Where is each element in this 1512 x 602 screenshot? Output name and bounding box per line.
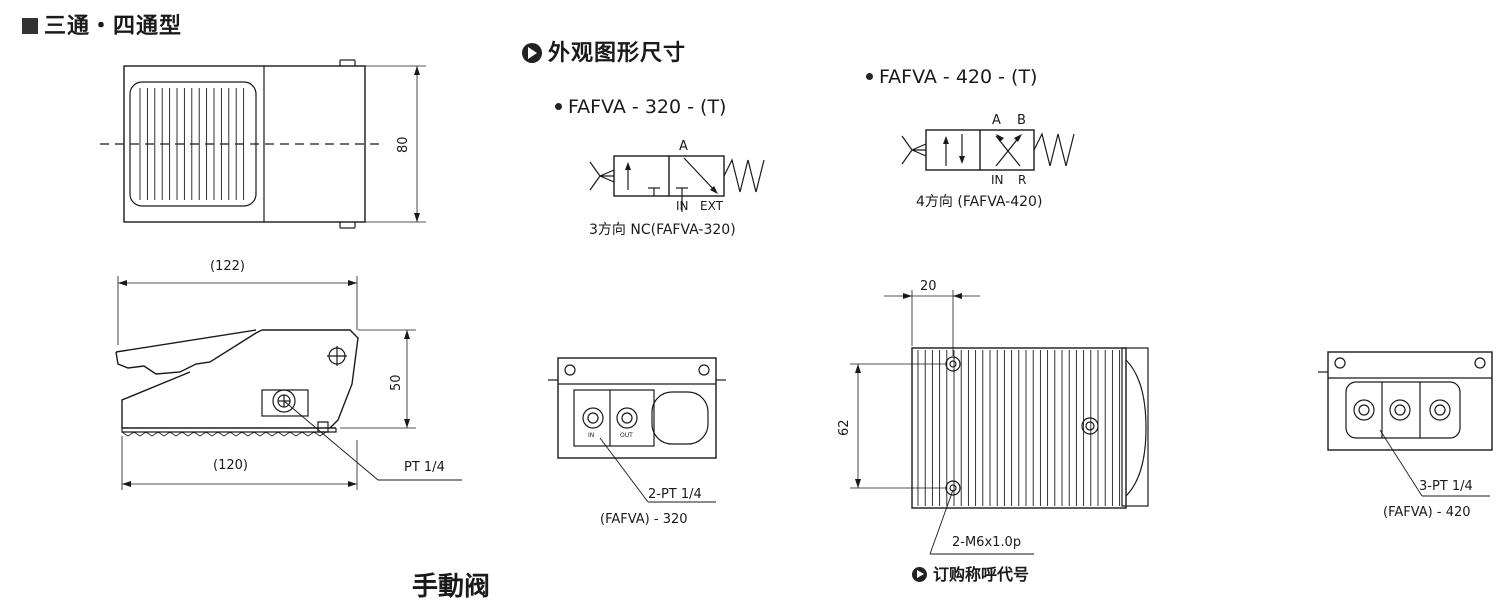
ordering-heading-text: 订购称呼代号: [933, 565, 1030, 584]
model-420-title: FAFVA - 420 - (T): [866, 68, 1037, 87]
symbol-420-port-in: IN: [991, 173, 1004, 187]
port-mark-in: IN: [588, 432, 595, 439]
port-mark-out: OUT: [620, 432, 633, 439]
ports-note-420: 3-PT 1/4: [1419, 479, 1473, 494]
dimensions-heading: 外观图形尺寸: [522, 43, 686, 65]
pedal-side-view: [115, 276, 462, 490]
dim-port-pt: PT 1/4: [404, 460, 445, 475]
symbol-420-port-b: B: [1017, 113, 1026, 128]
bullet-dot-icon: [555, 103, 562, 110]
symbol-320-port-a: A: [679, 139, 688, 154]
bullet-dot-icon: [866, 73, 873, 80]
play-circle-icon: [522, 43, 542, 63]
ports-model-420: (FAFVA) - 420: [1383, 505, 1471, 520]
dim-length-120: (120): [213, 458, 248, 473]
symbol-420-port-r: R: [1018, 173, 1027, 187]
page-title: 三通・四通型: [22, 16, 182, 38]
bottom-view: [850, 290, 1149, 555]
model-320-name: FAFVA - 320 - (T): [568, 96, 727, 118]
dim-bolt-m6: 2-M6x1.0p: [952, 535, 1022, 550]
ordering-heading: 订购称呼代号: [912, 567, 1029, 583]
valve-symbol-320: [589, 155, 765, 212]
square-icon: [22, 18, 38, 34]
page-title-text: 三通・四通型: [44, 14, 183, 39]
model-420-name: FAFVA - 420 - (T): [879, 66, 1038, 88]
end-view-320: [548, 357, 726, 503]
dim-pitch-20: 20: [920, 279, 937, 294]
symbol-420-port-a: A: [992, 113, 1001, 128]
ports-note-320: 2-PT 1/4: [648, 487, 702, 502]
end-view-420: [1318, 351, 1493, 497]
dim-length-122: (122): [210, 259, 245, 274]
play-circle-icon: [912, 567, 927, 582]
model-320-title: FAFVA - 320 - (T): [555, 98, 726, 117]
symbol-320-port-ext: EXT: [700, 199, 723, 213]
symbol-320-caption: 3方向 NC(FAFVA-320): [589, 222, 736, 238]
pedal-top-view: [100, 59, 426, 229]
dimensions-heading-text: 外观图形尺寸: [548, 41, 687, 66]
technical-drawing: [100, 59, 1493, 555]
symbol-420-caption: 4方向 (FAFVA-420): [916, 194, 1043, 210]
valve-symbol-420: [901, 129, 1075, 171]
ports-model-320: (FAFVA) - 320: [600, 512, 688, 527]
